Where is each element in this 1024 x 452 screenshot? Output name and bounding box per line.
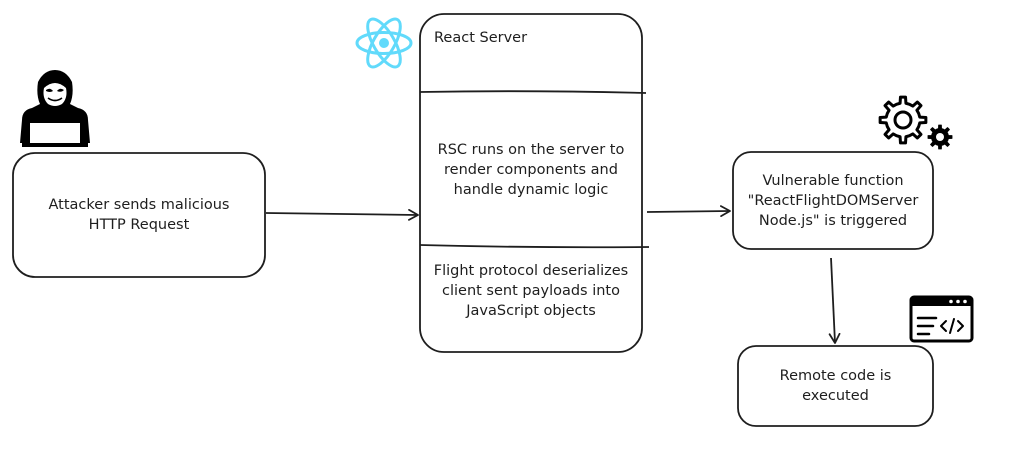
attacker-box (12, 152, 266, 278)
attacker-box-text: Attacker sends malicious HTTP Request (48, 197, 230, 233)
arrow-vulnerable-to-remote (828, 257, 841, 344)
arrow-attacker-to-server (265, 208, 419, 221)
react-server-divider-bottom (419, 244, 650, 249)
react-server-title: React Server (434, 30, 528, 46)
gears-icon (878, 95, 953, 150)
react-server-box (419, 13, 643, 353)
rsc-description: RSC runs on the server to render compone… (437, 141, 625, 198)
remote-code-box (737, 345, 934, 427)
react-server-divider-top (419, 90, 647, 94)
arrow-server-to-vulnerable (646, 205, 731, 218)
vulnerable-function-box (732, 151, 934, 250)
flight-protocol-description: Flight protocol deserializes client sent… (433, 263, 629, 319)
remote-code-text: Remote code is executed (779, 368, 892, 404)
hacker-icon (20, 70, 90, 147)
code-window-icon (909, 295, 974, 343)
react-logo-icon (355, 17, 413, 69)
vulnerable-function-text: Vulnerable function "ReactFlightDOMServe… (747, 172, 919, 229)
